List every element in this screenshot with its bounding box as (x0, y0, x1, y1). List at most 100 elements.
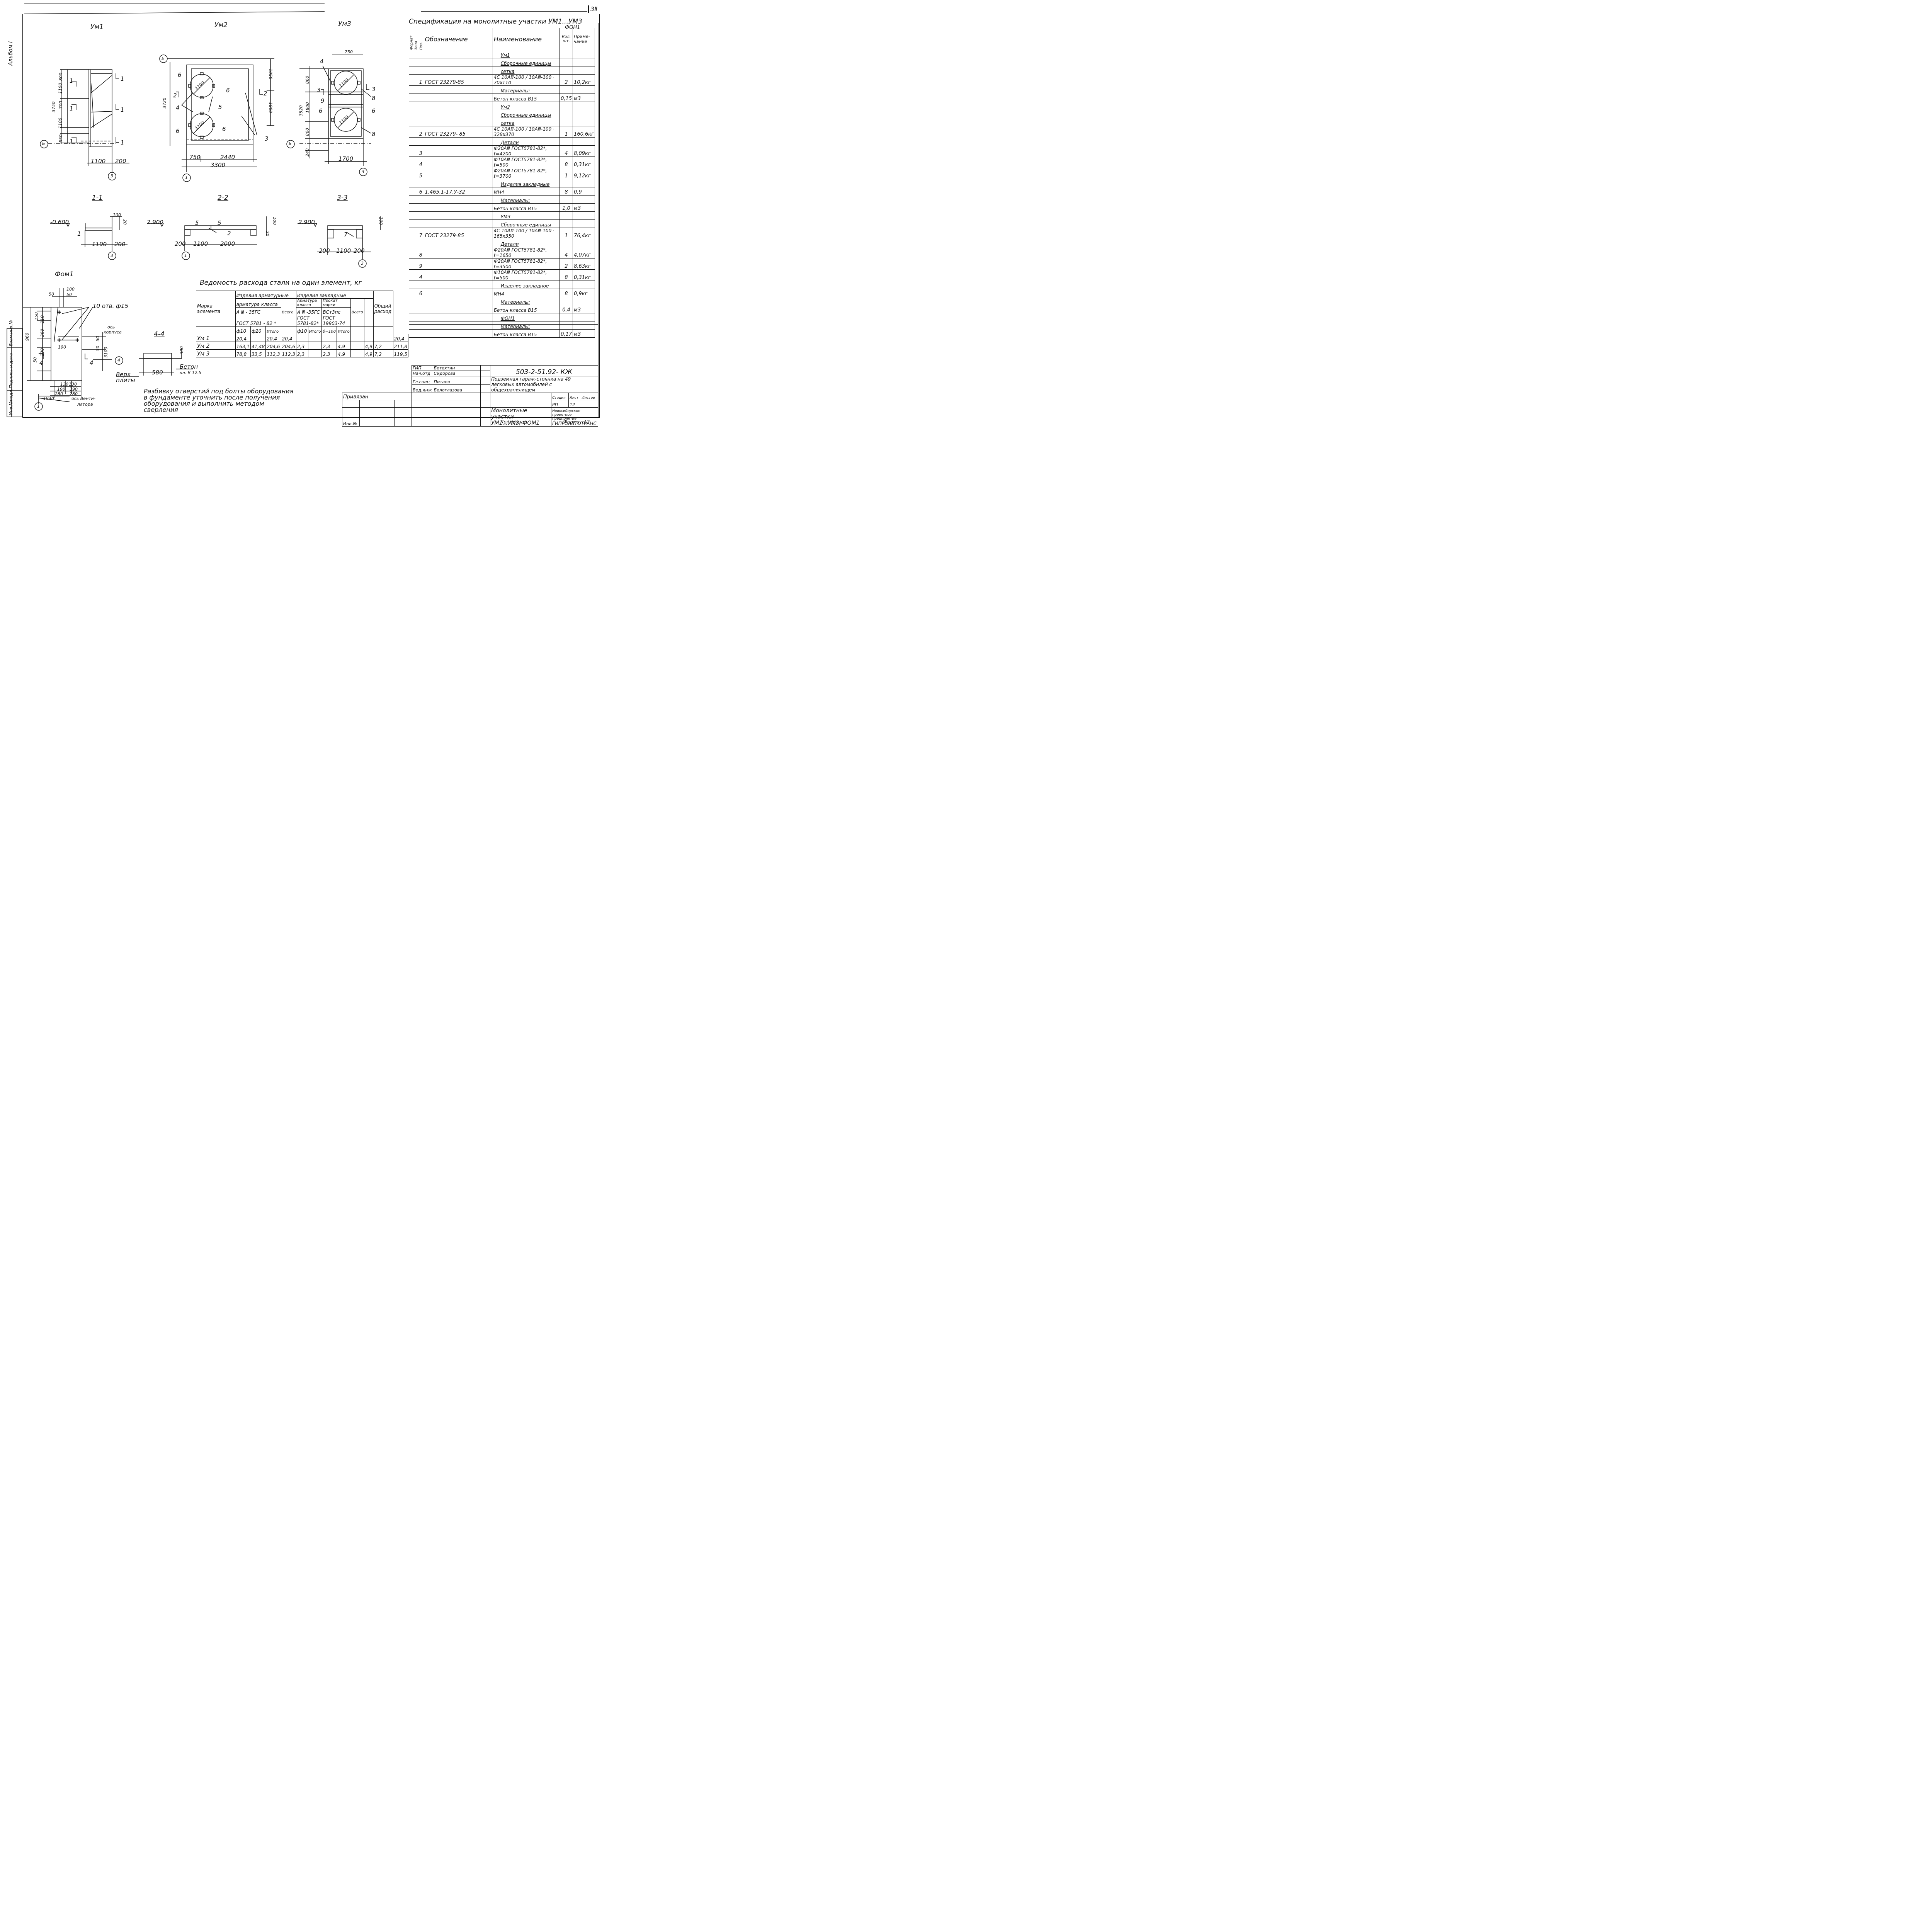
stamp-role-3: Гл.спец (412, 376, 433, 385)
note-line-1: Разбивку отверстий под болты оборудовани… (144, 388, 294, 395)
spec-cell (418, 179, 424, 187)
spec-cell: 4 (560, 247, 573, 259)
spec-cell (423, 179, 493, 187)
spec-cell (423, 85, 493, 94)
sheet-frame (22, 14, 600, 418)
fom1-dim-3100: 3100 (103, 347, 109, 358)
spec-cell (423, 145, 493, 157)
spec-cell (423, 211, 493, 220)
um3-cut-3b: 3 (372, 86, 376, 93)
spec-cell: Изделие закладное (492, 281, 560, 289)
spec-cell (418, 102, 424, 110)
spec-cell (413, 110, 419, 118)
um1-cut-1a: 1 (70, 77, 73, 84)
spec-cell (560, 321, 573, 330)
spec-cell: 4С 10АⅢ-100 / 10АⅢ-100 · 328х370 (492, 126, 560, 138)
spec-head-note: Приме- чание (573, 28, 595, 50)
steel-sub-itogo-c: Итого (337, 326, 351, 334)
steel-sub-b100: б=100 (321, 326, 337, 334)
fom1-dim-50-right-b: 50 (95, 345, 100, 351)
note-line-4: сверления (144, 406, 178, 413)
spec-cell: 4 (418, 269, 424, 281)
spec-cell (560, 313, 573, 321)
spec-cell (409, 102, 414, 110)
spec-cell (573, 195, 595, 204)
spec-cell (573, 102, 595, 110)
fom1-axis-korpus-2: корпуса (104, 330, 122, 335)
fom1-dim-280b: 280 (70, 391, 78, 396)
spec-cell (409, 297, 414, 305)
spec-cell (573, 321, 595, 330)
steel-cell (321, 334, 337, 342)
um3-dim-860a: 860 (305, 76, 310, 84)
spec-row: Материалы: (409, 297, 595, 305)
spec-cell: 6 (418, 289, 424, 297)
fom1-dim-360: 360 (40, 329, 45, 337)
spec-row: Материалы: (409, 321, 595, 330)
um3-dim-3520: 3520 (298, 105, 304, 116)
spec-cell: Ум2 (492, 102, 560, 110)
spec-row: Ум1 (409, 50, 595, 58)
spec-cell (423, 297, 493, 305)
um3-pos-8b: 8 (372, 131, 376, 138)
stamp-role-2: Нач.отд (412, 371, 433, 376)
steel-cell: 2,3 (296, 349, 308, 357)
spec-cell: Ф20АⅢ ГОСТ5781-82*, ℓ=4200 (492, 145, 560, 157)
um3-pos-4: 4 (320, 58, 324, 65)
spec-cell (418, 321, 424, 330)
spec-cell: Ф20АⅢ ГОСТ5781-82*, ℓ=3700 (492, 168, 560, 179)
spec-cell: 9,12кг (573, 168, 595, 179)
spec-cell (413, 281, 419, 289)
stamp-sheet: 12 (568, 400, 581, 408)
spec-cell: Ф10АⅢ ГОСТ5781-82*, ℓ=500 (492, 156, 560, 168)
section-1-1-dim-20: 20 (122, 219, 128, 225)
spec-cell (423, 203, 493, 212)
fom1-dim-150: 150 (34, 312, 39, 320)
spec-cell (418, 94, 424, 102)
spec-cell (413, 94, 419, 102)
section-4-4-concrete-class: кл. В 12.5 (180, 370, 202, 375)
spec-row: Сборочные единицы (409, 58, 595, 66)
spec-cell (413, 187, 419, 196)
steel-cell: Ум 3 (196, 349, 236, 357)
um1-axis-b: Б (42, 141, 45, 146)
spec-cell (423, 239, 493, 247)
spec-cell (413, 126, 419, 138)
spec-cell: 8 (560, 156, 573, 168)
spec-cell (418, 305, 424, 313)
spec-cell: 2 (560, 258, 573, 270)
spec-cell (413, 50, 419, 58)
steel-head-arm-gost: ГОСТ 5781 - 82 * (235, 315, 281, 327)
spec-cell: Ф20АⅢ ГОСТ5781-82*, ℓ=1650 (492, 247, 560, 259)
steel-cell (350, 342, 364, 350)
section-2-2-dim-200: 200 (175, 240, 186, 247)
section-1-1-dim-1100: 1100 (92, 241, 107, 248)
stamp-name-3: Питаев (432, 376, 464, 385)
spec-cell (423, 66, 493, 75)
spec-cell (409, 329, 414, 338)
um1-dim-3750: 3750 (51, 101, 56, 112)
spec-cell: 4С 10АⅢ-100 / 10АⅢ-100 · 70х110 (492, 74, 560, 86)
spec-cell (423, 50, 493, 58)
spec-cell: м3 (573, 203, 595, 212)
fom1-axis-vent-2: лятора (77, 402, 93, 407)
spec-cell (413, 156, 419, 168)
spec-cell (413, 195, 419, 204)
steel-head-zakl-gost: ГОСТ 5781-82* (296, 315, 322, 327)
steel-cell: 119,5 (393, 349, 409, 357)
spec-cell: Сборочные единицы (492, 219, 560, 228)
um2-axis-1: 1 (185, 175, 188, 180)
steel-head-zakl: Изделия закладные (296, 291, 374, 299)
spec-cell: Материалы: (492, 195, 560, 204)
um1-dim-1100a: 1100 (58, 83, 63, 94)
spec-cell: 3 (418, 145, 424, 157)
steel-cell: 4,9 (364, 349, 374, 357)
stamp-sheet-head: Лист (568, 393, 581, 400)
steel-cell: 4,9 (337, 342, 351, 350)
